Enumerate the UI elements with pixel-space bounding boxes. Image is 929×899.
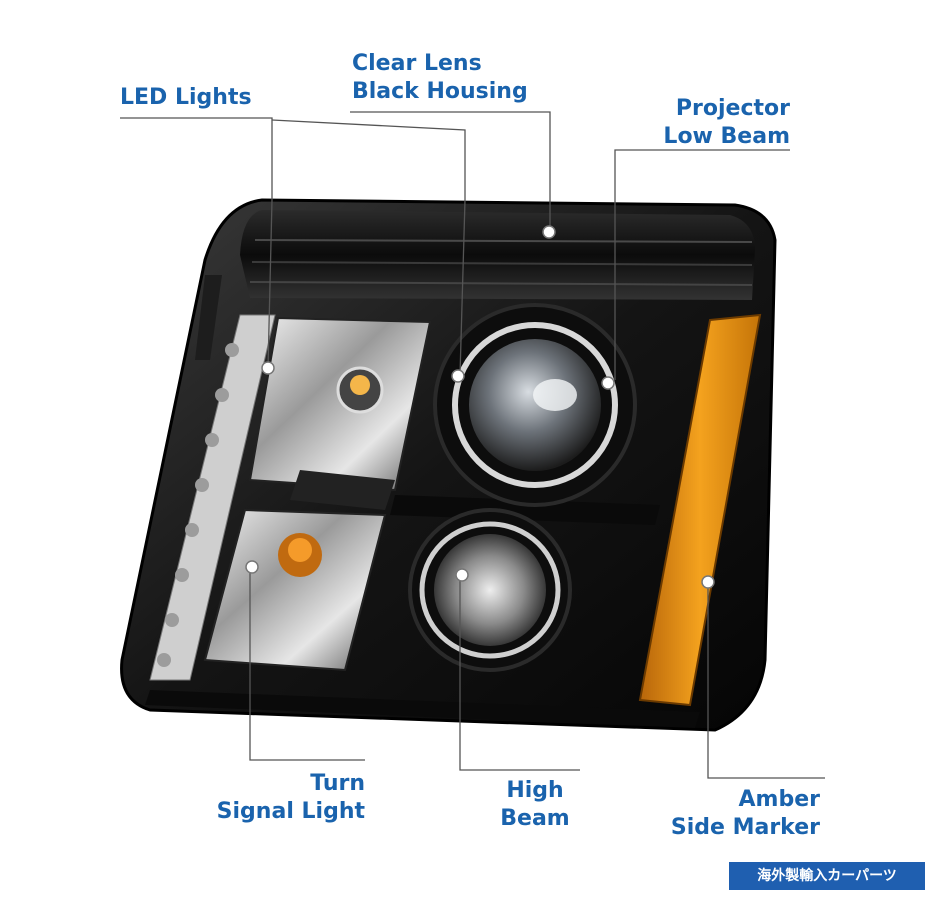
label-clear-lens: Clear Lens Black Housing <box>352 51 528 104</box>
turn-signal-reflector-upper <box>248 316 432 492</box>
high-beam <box>408 508 572 672</box>
label-projector-low-beam: Projector Low Beam <box>663 96 790 149</box>
label-high-beam: High Beam <box>500 778 570 831</box>
clear-lens-top-band <box>240 210 755 300</box>
label-amber-side-marker: Amber Side Marker <box>670 787 820 840</box>
label-led-lights: LED Lights <box>120 85 252 110</box>
label-turn-signal-light: Turn Signal Light <box>216 771 365 824</box>
amber-side-marker <box>638 313 762 707</box>
led-strip <box>149 314 276 681</box>
callout-marker-projector <box>601 376 615 390</box>
callout-marker-led <box>261 361 275 375</box>
callout-marker-clear-lens <box>542 225 556 239</box>
projector-low-beam <box>433 303 637 507</box>
callout-marker-led-2 <box>451 369 465 383</box>
callout-marker-high <box>455 568 469 582</box>
callout-lines <box>120 111 825 779</box>
callout-marker-turn <box>245 560 259 574</box>
watermark-badge: 海外製輸入カーパーツ <box>729 862 925 890</box>
callout-marker-amber <box>701 575 715 589</box>
